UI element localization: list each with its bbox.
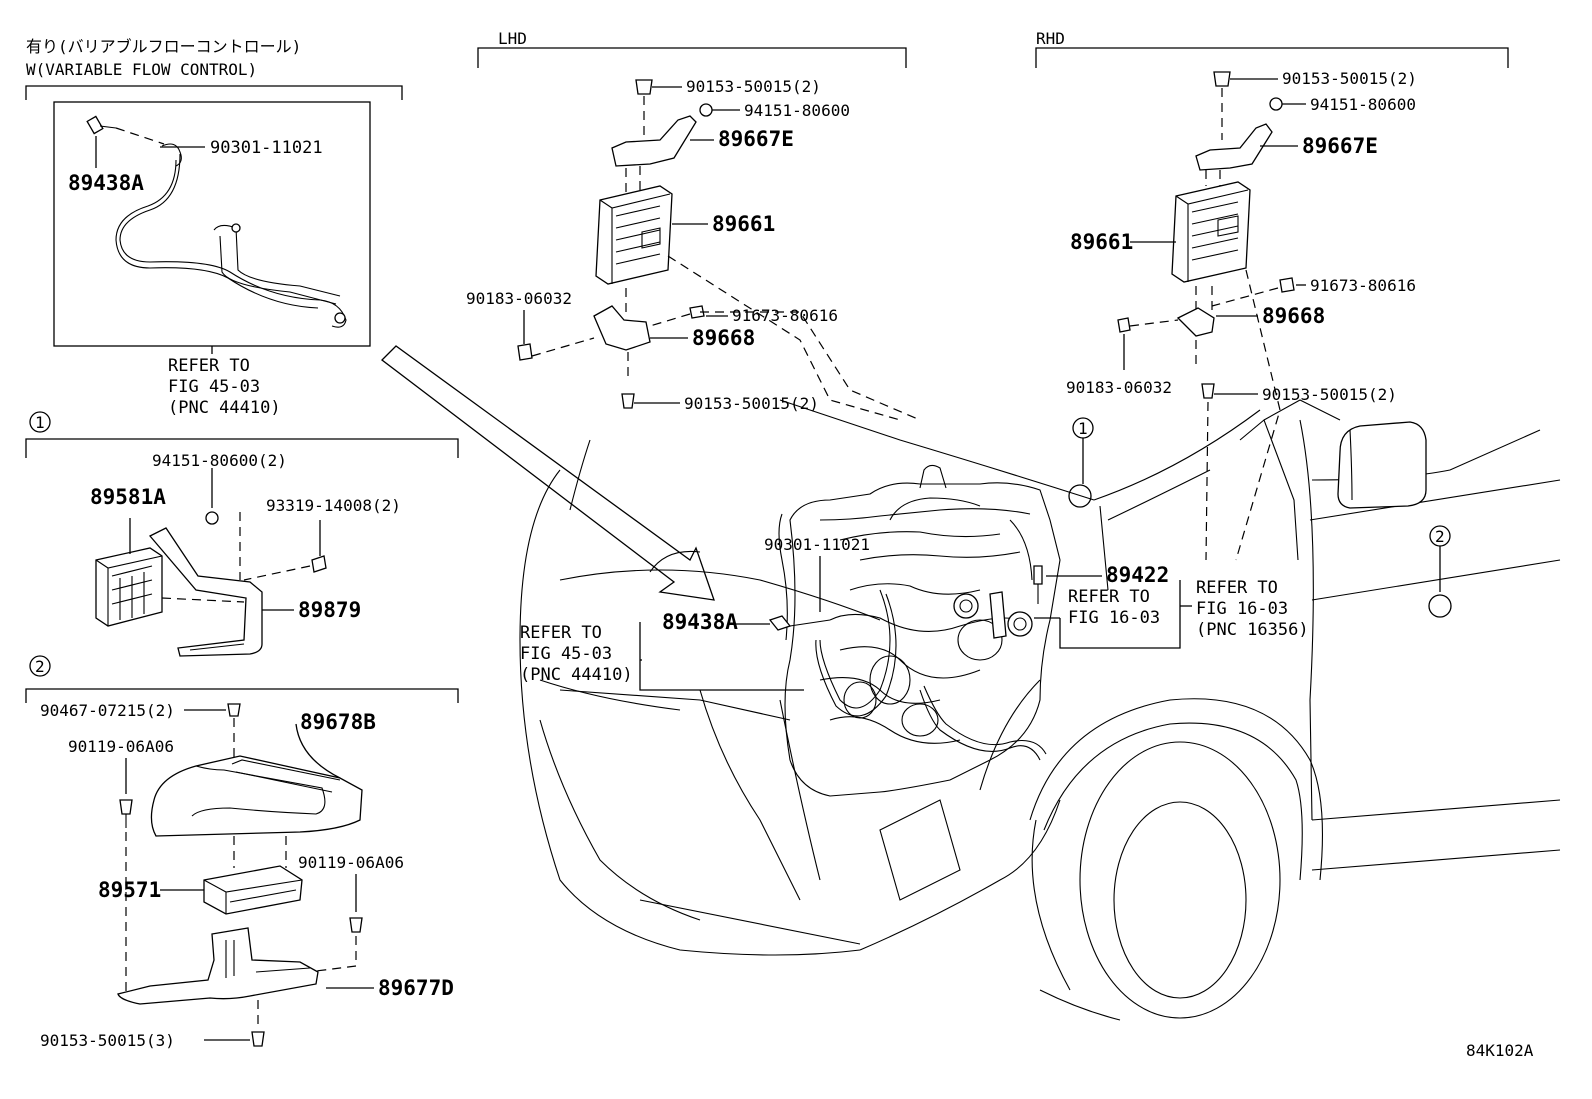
section-brackets xyxy=(25,47,1509,703)
part-label-90119-06A06-b: 90119-06A06 xyxy=(298,853,404,872)
engine-illustration xyxy=(768,464,1061,797)
lhd-part-90153-50015-top: 90153-50015(2) xyxy=(686,77,821,96)
lhd-part-89661: 89661 xyxy=(712,212,775,236)
relay-block-illustration xyxy=(95,527,263,657)
variable-flow-title-jp: 有り(バリアブルフローコントロール) xyxy=(26,37,301,56)
rhd-part-89667E: 89667E xyxy=(1302,134,1378,158)
rhd-part-90153-50015-top: 90153-50015(2) xyxy=(1282,69,1417,88)
lhd-ecu-assembly xyxy=(517,79,921,421)
callout-1-label: 1 xyxy=(1078,419,1088,438)
lhd-part-90153-50015-bot: 90153-50015(2) xyxy=(684,394,819,413)
section-title-rhd: RHD xyxy=(1036,29,1065,48)
vehicle-body-illustration xyxy=(519,399,1561,1021)
eng-part-89422: 89422 xyxy=(1106,563,1169,587)
eng-part-90301-11021: 90301-11021 xyxy=(764,535,870,554)
part-label-89678B: 89678B xyxy=(300,710,376,734)
ecu-module-illustration xyxy=(203,865,303,915)
part-label-94151-80600-2: 94151-80600(2) xyxy=(152,451,287,470)
part-label-89438A: 89438A xyxy=(68,171,144,195)
part-label-89677D: 89677D xyxy=(378,976,454,1000)
rhd-part-91673-80616: 91673-80616 xyxy=(1310,276,1416,295)
ecu-cover-illustration xyxy=(150,755,363,837)
lhd-part-89668: 89668 xyxy=(692,326,755,350)
refer-45-eng-line1: REFER TO xyxy=(520,623,602,643)
callout-1-location xyxy=(1068,484,1092,508)
part-label-90153-50015-3: 90153-50015(3) xyxy=(40,1031,175,1050)
detail-marker-2 xyxy=(29,655,51,677)
callout-2-label: 2 xyxy=(1435,527,1445,546)
rhd-part-90153-50015-bot: 90153-50015(2) xyxy=(1262,385,1397,404)
eng-part-89438A: 89438A xyxy=(662,610,738,634)
detail-marker-1-label: 1 xyxy=(35,413,45,432)
ecu-bracket-illustration xyxy=(117,927,319,1005)
part-label-90119-06A06-a: 90119-06A06 xyxy=(68,737,174,756)
refer-label-line1: REFER TO xyxy=(168,356,250,376)
refer-16-b-line3: (PNC 16356) xyxy=(1196,620,1309,640)
refer-16-b-line2: FIG 16-03 xyxy=(1196,599,1288,619)
refer-label-line2: FIG 45-03 xyxy=(168,377,260,397)
refer-label-line3: (PNC 44410) xyxy=(168,398,281,418)
part-label-89571: 89571 xyxy=(98,878,161,902)
refer-16-b-line1: REFER TO xyxy=(1196,578,1278,598)
detail-marker-1 xyxy=(29,411,51,433)
rhd-part-94151-80600: 94151-80600 xyxy=(1310,95,1416,114)
callout-2-location xyxy=(1428,594,1452,618)
rhd-part-89661: 89661 xyxy=(1070,230,1133,254)
section-title-lhd: LHD xyxy=(498,29,527,48)
rhd-part-89668: 89668 xyxy=(1262,304,1325,328)
part-label-90467-07215-2: 90467-07215(2) xyxy=(40,701,175,720)
refer-16-a-line1: REFER TO xyxy=(1068,587,1150,607)
rhd-part-90183-06032: 90183-06032 xyxy=(1066,378,1172,397)
part-label-89581A: 89581A xyxy=(90,485,166,509)
variable-flow-title-en: W(VARIABLE FLOW CONTROL) xyxy=(26,60,257,79)
detail-marker-2-label: 2 xyxy=(35,657,45,676)
part-label-90301-11021: 90301-11021 xyxy=(210,138,323,158)
lhd-part-89667E: 89667E xyxy=(718,127,794,151)
refer-16-a-line2: FIG 16-03 xyxy=(1068,608,1160,628)
lhd-part-90183-06032: 90183-06032 xyxy=(466,289,572,308)
refer-45-eng-line2: FIG 45-03 xyxy=(520,644,612,664)
part-label-93319-14008-2: 93319-14008(2) xyxy=(266,496,401,515)
rhd-ecu-assembly xyxy=(1117,71,1295,561)
direction-arrow xyxy=(381,345,715,601)
lhd-part-94151-80600: 94151-80600 xyxy=(744,101,850,120)
part-label-89879: 89879 xyxy=(298,598,361,622)
figure-id: 84K102A xyxy=(1466,1041,1534,1060)
refer-45-eng-line3: (PNC 44410) xyxy=(520,665,633,685)
lhd-part-91673-80616: 91673-80616 xyxy=(732,306,838,325)
